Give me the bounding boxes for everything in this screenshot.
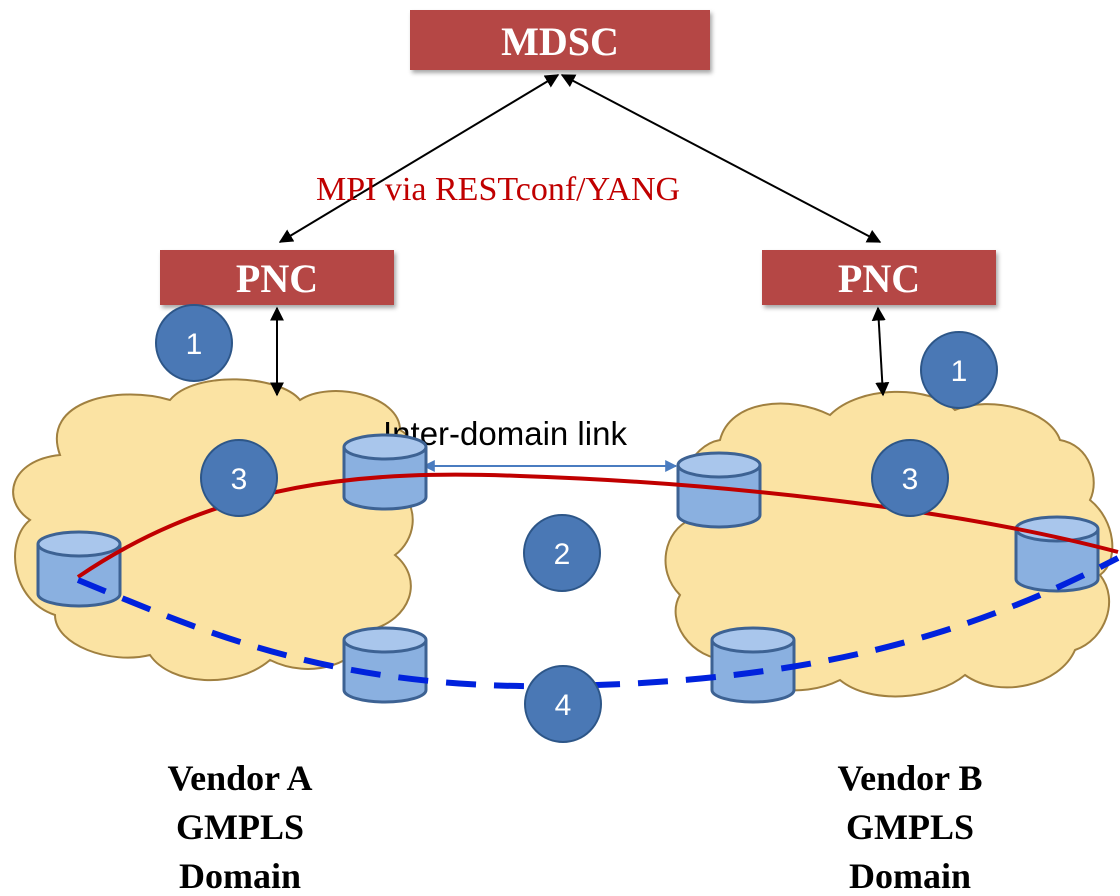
- node-a-edge-database-cylinder-icon[interactable]: [36, 530, 122, 608]
- mpi-link-right: [560, 74, 882, 243]
- step-badge-3-left: 3: [200, 439, 278, 517]
- pnc-vendor-b-label: PNC: [838, 256, 920, 301]
- svg-text:Domain: Domain: [849, 856, 971, 896]
- svg-text:GMPLS: GMPLS: [176, 807, 304, 847]
- step-badge-3-right: 3: [871, 439, 949, 517]
- node-b-border-bottom-database-cylinder-icon[interactable]: [710, 626, 796, 704]
- step-badge-1-left: 1: [155, 304, 233, 382]
- svg-text:3: 3: [902, 463, 919, 496]
- pnc-vendor-a-label: PNC: [236, 256, 318, 301]
- svg-text:Domain: Domain: [179, 856, 301, 896]
- node-b-border-top-database-cylinder-icon[interactable]: [676, 451, 762, 529]
- svg-text:Vendor B: Vendor B: [837, 758, 982, 798]
- svg-text:GMPLS: GMPLS: [846, 807, 974, 847]
- mdsc-controller[interactable]: MDSC: [410, 10, 710, 70]
- pnc-b-southbound-link: [871, 306, 890, 397]
- vendor-a-domain-caption: Vendor A GMPLS Domain: [167, 758, 312, 896]
- node-a-border-top-database-cylinder-icon[interactable]: [342, 433, 428, 511]
- svg-text:3: 3: [231, 463, 248, 496]
- node-b-edge-database-cylinder-icon[interactable]: [1014, 515, 1100, 593]
- step-badge-2: 2: [523, 514, 601, 592]
- vendor-a-cloud-icon: [12, 378, 416, 682]
- node-a-border-bottom-database-cylinder-icon[interactable]: [342, 626, 428, 704]
- step-badge-4: 4: [524, 665, 602, 743]
- svg-text:1: 1: [186, 328, 203, 361]
- pnc-vendor-a-controller[interactable]: PNC: [160, 250, 394, 305]
- svg-text:Vendor A: Vendor A: [167, 758, 312, 798]
- mpi-link-left: [278, 74, 560, 243]
- svg-text:4: 4: [555, 689, 572, 722]
- pnc-vendor-b-controller[interactable]: PNC: [762, 250, 996, 305]
- step-badge-1-right: 1: [920, 331, 998, 409]
- svg-text:1: 1: [951, 355, 968, 388]
- mdsc-label: MDSC: [501, 19, 619, 64]
- mpi-label: MPI via RESTconf/YANG: [316, 171, 680, 208]
- vendor-b-domain-caption: Vendor B GMPLS Domain: [837, 758, 982, 896]
- svg-text:2: 2: [554, 538, 571, 571]
